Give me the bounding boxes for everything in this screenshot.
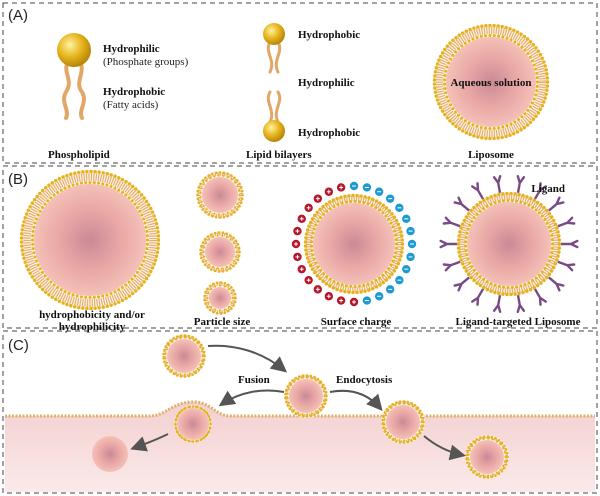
panel-c-border [2,330,598,494]
bilayer-molecule [263,23,285,142]
cell-body [5,401,595,492]
liposome-fusing [174,405,212,443]
lipid-bilayers-caption: Lipid bilayers [246,149,312,161]
liposome-endocytosed [381,400,425,444]
panel-b-label: (B) [8,171,28,188]
liposome-size-small [203,281,237,315]
surface-charges [291,181,417,307]
arrow-release [130,433,169,452]
aqueous-solution-label: Aqueous solution [450,77,531,89]
surface-charge-label: Surface charge [321,316,392,328]
fusion-label: Fusion [238,374,270,386]
liposome-surface-charge [303,193,405,295]
hydrophobic-label: Hydrophobic [103,86,165,98]
arrow-approach [207,344,288,373]
panel-a-border [2,2,598,164]
liposome-released [92,436,128,472]
ligand-targeted-label: Ligand-targeted Liposome [456,316,581,328]
panel-a-label: (A) [8,7,28,24]
liposome-approaching [162,334,206,378]
liposome-a [432,23,550,141]
endocytosis-label: Endocytosis [336,374,393,386]
liposome-ligand-targeted [456,191,562,297]
hydrophobicity-label-1: hydrophobicity and/or [39,309,145,321]
bilayer-bottom-label: Hydrophobic [298,127,360,139]
hydrophilic-label: Hydrophilic [103,43,160,55]
ligand-label: Ligand [531,183,565,195]
hydrophobicity-label-2: hydrophilicity [59,321,126,333]
bilayer-middle-label: Hydrophilic [298,77,355,89]
phospholipid-caption: Phospholipid [48,149,110,161]
bilayer-top-label: Hydrophobic [298,29,360,41]
liposome-caption: Liposome [468,149,514,161]
liposome-internalized [465,435,509,479]
fatty-acids-label: (Fatty acids) [103,99,159,111]
phosphate-groups-label: (Phosphate groups) [103,56,189,68]
phospholipid-molecule [57,33,91,120]
liposome-size-large [196,171,244,219]
panel-b-border [2,165,598,329]
liposome-at-membrane [284,374,328,418]
panel-c-label: (C) [8,337,29,354]
liposome-hydrophobicity [19,169,161,311]
arrow-internalize [423,435,466,461]
liposome-size-medium [199,231,241,273]
arrow-fusion [218,389,285,407]
particle-size-label: Particle size [194,316,251,328]
arrow-endocytosis [329,389,383,412]
